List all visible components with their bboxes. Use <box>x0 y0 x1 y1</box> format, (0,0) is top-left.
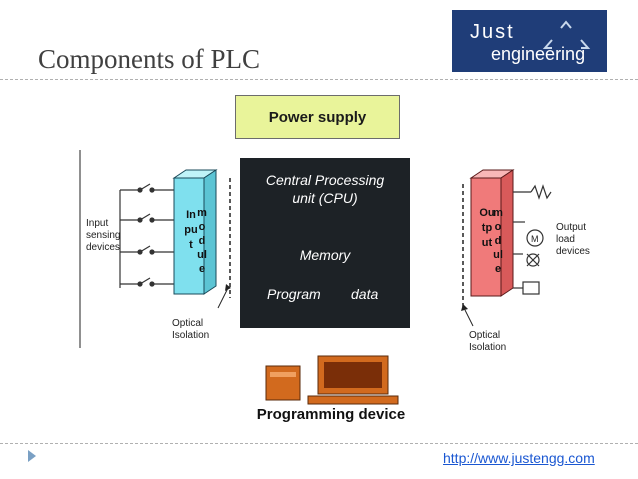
logo-line-2: engineering <box>491 44 586 64</box>
output-label-line-1: Output <box>556 222 587 233</box>
logo-triangle-icon <box>542 20 591 49</box>
cpu-program: Program <box>267 286 321 302</box>
input-optical-isolation-label: Optical Isolation <box>172 318 209 342</box>
coil-icon <box>522 281 540 295</box>
input-module-word-1: Input <box>184 209 198 251</box>
programming-device-label: Programming device <box>256 406 406 423</box>
input-label-line-2: sensing <box>86 230 121 241</box>
title-divider <box>0 79 638 80</box>
logo-line-1: Just <box>470 21 515 43</box>
input-label-line-1: Input <box>86 218 109 229</box>
lamp-icon <box>526 253 540 267</box>
input-label-line-3: devices <box>86 242 120 253</box>
switch-icon <box>119 183 178 288</box>
output-label-line-3: devices <box>556 246 590 257</box>
cpu-line-2: unit (CPU) <box>292 190 358 206</box>
output-section: M Output module Output load devices Opti… <box>455 148 615 358</box>
cpu-data: data <box>351 286 379 302</box>
bullet-icon <box>28 450 36 462</box>
input-module-word-2: module <box>197 207 207 275</box>
output-module-graphic: M <box>461 169 552 327</box>
power-supply-box: Power supply <box>235 95 400 139</box>
website-link[interactable]: http://www.justengg.com <box>443 450 595 466</box>
input-isolation-line-2: Isolation <box>172 330 210 341</box>
output-optical-isolation-label: Optical Isolation <box>469 330 506 354</box>
cpu-memory: Memory <box>299 247 351 263</box>
just-engineering-logo: Just engineering <box>452 10 607 72</box>
output-module-word-2: module <box>493 207 503 275</box>
input-devices-label: Input sensing devices <box>86 218 120 254</box>
cpu-box: Central Processing unit (CPU) Memory Pro… <box>240 158 410 328</box>
output-module-word-1: Output <box>479 207 495 249</box>
output-isolation-line-1: Optical <box>469 330 501 341</box>
output-label-line-2: load <box>556 234 575 245</box>
footer-divider <box>0 443 638 444</box>
motor-symbol-text: M <box>531 234 539 244</box>
motor-icon <box>526 229 544 247</box>
cpu-line-1: Central Processing <box>265 172 385 188</box>
input-isolation-line-1: Optical <box>172 318 204 329</box>
input-module-graphic <box>79 150 231 348</box>
output-isolation-line-2: Isolation <box>469 342 507 353</box>
programming-device: Programming device <box>246 350 416 430</box>
slide-title: Components of PLC <box>38 44 261 74</box>
computer-illustration <box>265 355 399 405</box>
input-section: Input sensing devices Input module Optic… <box>78 148 238 348</box>
output-devices-label: Output load devices <box>556 222 590 258</box>
